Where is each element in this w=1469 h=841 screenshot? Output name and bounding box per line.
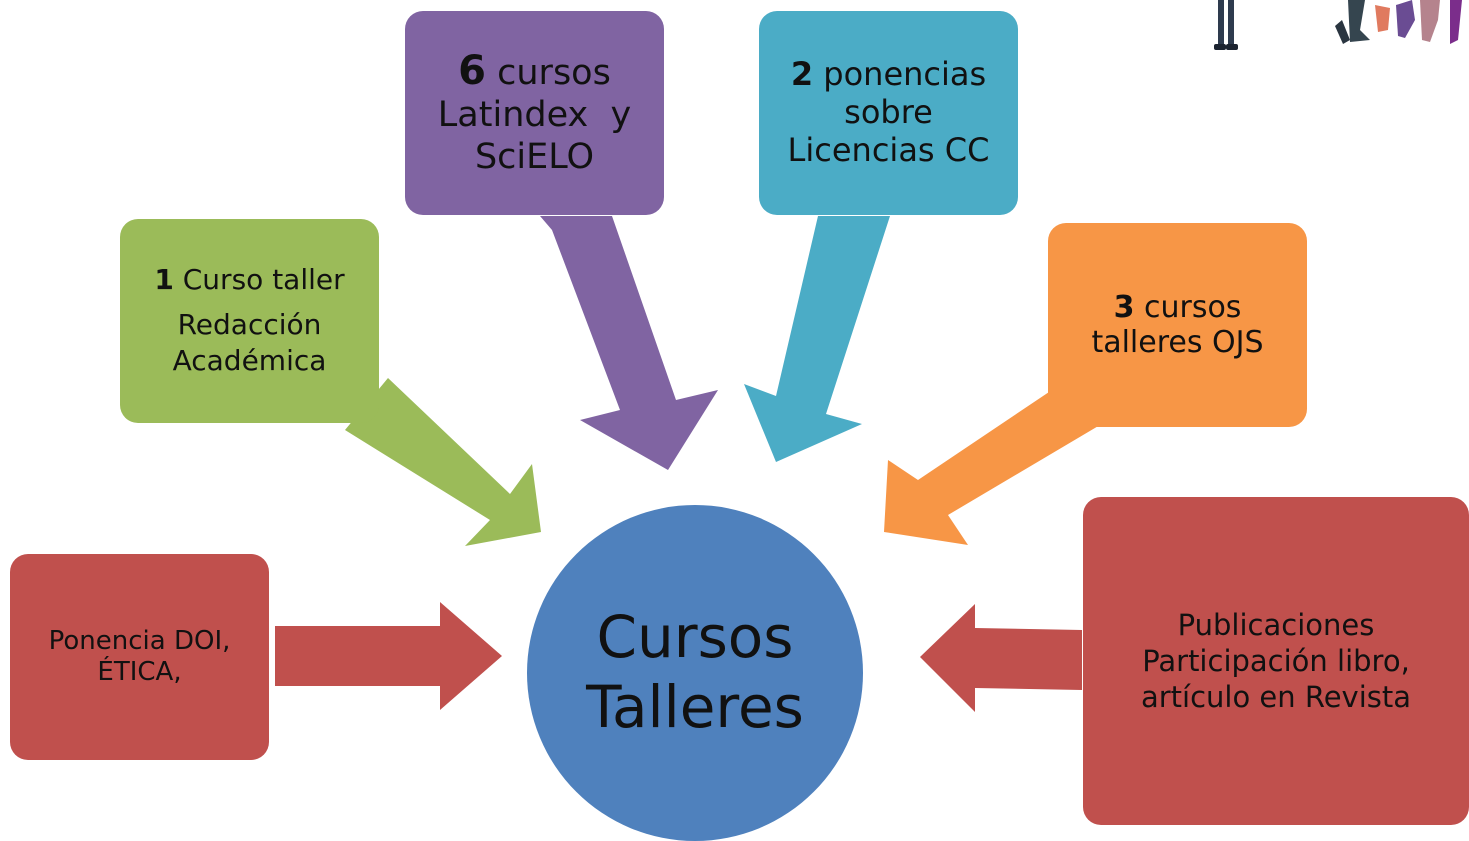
center-title-line1: Cursos: [596, 603, 794, 672]
node-redaccion: 1 Curso taller Redacción Académica: [120, 219, 379, 423]
arrow-doi: [275, 602, 502, 710]
node-licencias: 2 ponencias sobre Licencias CC: [759, 11, 1018, 215]
node-latindex-line3: SciELO: [474, 136, 595, 177]
node-licencias-line1: 2 ponencias: [790, 55, 987, 94]
node-licencias-count: 2: [790, 55, 814, 94]
node-latindex: 6 cursos Latindex y SciELO: [405, 11, 664, 215]
node-ojs-line1: 3 cursos: [1114, 290, 1242, 325]
node-redaccion-line1: 1 Curso taller: [154, 262, 344, 298]
node-licencias-line3: Licencias CC: [787, 130, 990, 169]
center-node: Cursos Talleres: [527, 505, 863, 841]
node-publicaciones-line3: artículo en Revista: [1140, 680, 1412, 715]
node-publicaciones-line2: Participación libro,: [1142, 643, 1410, 678]
node-latindex-text1: cursos: [486, 53, 611, 94]
arrow-licencias: [744, 216, 890, 462]
node-doi-line2: ÉTICA,: [97, 657, 182, 687]
node-ojs-text1: cursos: [1134, 289, 1242, 325]
node-doi-line1: Ponencia DOI,: [48, 626, 231, 657]
node-doi: Ponencia DOI, ÉTICA,: [10, 554, 269, 760]
arrow-latindex: [540, 216, 718, 470]
node-publicaciones: Publicaciones Participación libro, artíc…: [1083, 497, 1469, 825]
node-redaccion-line2: Redacción: [177, 307, 322, 341]
node-licencias-text1: ponencias: [813, 55, 987, 94]
node-ojs-count: 3: [1113, 289, 1135, 325]
center-title-line2: Talleres: [586, 673, 804, 741]
people-illustration: [1214, 0, 1462, 50]
arrow-publicaciones: [920, 604, 1082, 712]
arrow-ojs: [884, 390, 1100, 545]
node-licencias-line2: sobre: [844, 93, 933, 132]
node-publicaciones-line1: Publicaciones: [1177, 607, 1375, 642]
node-latindex-count: 6: [458, 48, 486, 95]
node-ojs-line2: talleres OJS: [1091, 325, 1264, 360]
node-redaccion-text1: Curso taller: [173, 263, 345, 297]
node-redaccion-line3: Académica: [172, 344, 327, 378]
node-latindex-line2: Latindex y: [437, 95, 632, 136]
node-ojs: 3 cursos talleres OJS: [1048, 223, 1307, 427]
node-latindex-line1: 6 cursos: [458, 48, 611, 95]
arrow-redaccion: [345, 378, 541, 546]
node-redaccion-count: 1: [154, 263, 174, 297]
